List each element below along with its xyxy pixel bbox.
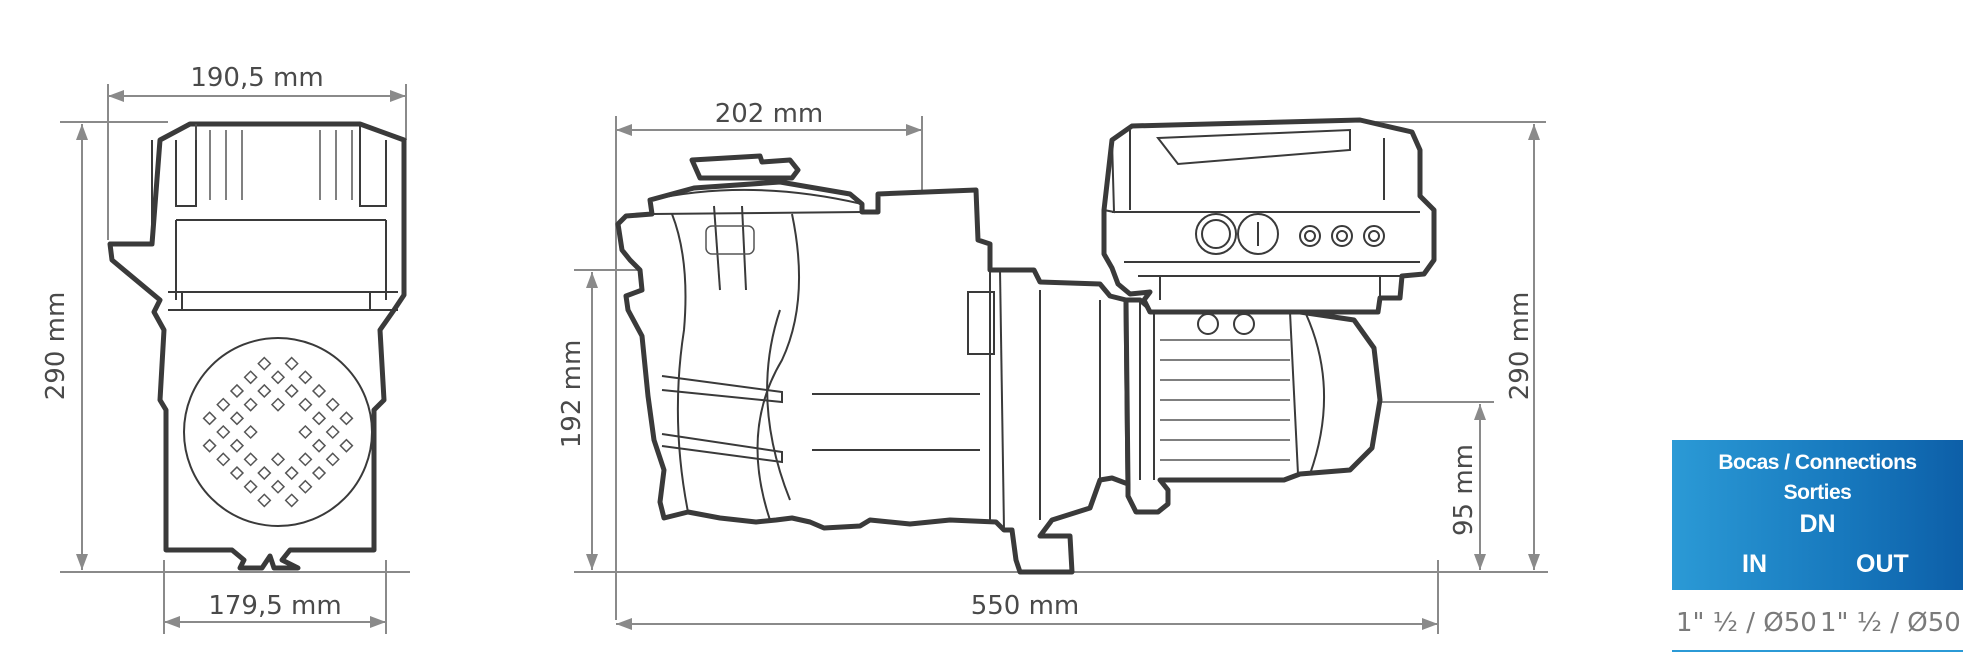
connections-title: Bocas / Connections Sorties: [1672, 448, 1963, 508]
connections-title-line2: Sorties: [1783, 481, 1852, 504]
fan-grille-icon: [183, 337, 373, 527]
prefilter-width-label: 202 mm: [715, 99, 824, 129]
connections-header: Bocas / Connections Sorties DN IN OUT: [1672, 440, 1963, 590]
power-switch-icon: [1237, 213, 1279, 255]
grille-hole: [257, 383, 272, 399]
front-base-width-label: 179,5 mm: [208, 591, 341, 621]
grille-hole: [229, 438, 245, 453]
grille-hole: [311, 411, 327, 426]
grille-hole: [243, 424, 258, 440]
grille-hole: [311, 465, 327, 481]
total-height-label: 290 mm: [1505, 292, 1535, 401]
dn-label: DN: [1799, 510, 1836, 538]
grille-hole: [202, 438, 217, 453]
inlet-height-label: 192 mm: [557, 340, 587, 449]
fan-grille-holes: [202, 356, 354, 508]
total-length-label: 550 mm: [971, 591, 1080, 621]
grille-hole: [284, 356, 299, 371]
grille-hole: [270, 479, 286, 494]
front-view: 190,5 mm 290 mm 179,5 mm: [41, 63, 410, 634]
grille-hole: [284, 465, 299, 481]
grille-hole: [298, 424, 313, 440]
side-view: 202 mm 192 mm 550 mm 95 mm 290 mm: [557, 99, 1548, 634]
grille-hole: [298, 452, 313, 467]
controller-box-outline: [1101, 117, 1437, 315]
out-value: 1" ½ / Ø50: [1820, 608, 1961, 638]
connections-table: Bocas / Connections Sorties DN IN OUT 1"…: [1672, 440, 1963, 652]
grille-hole: [216, 397, 231, 412]
in-label: IN: [1742, 550, 1767, 578]
grille-hole: [229, 411, 245, 426]
front-body-outline: [107, 121, 407, 571]
grille-hole: [270, 397, 286, 412]
out-label: OUT: [1856, 550, 1909, 578]
grille-hole: [216, 452, 231, 467]
motor-fins: [1160, 339, 1290, 461]
motor-outline: [1123, 297, 1383, 515]
grille-hole: [243, 479, 258, 494]
front-top-width-label: 190,5 mm: [190, 63, 323, 93]
grille-hole: [325, 424, 340, 440]
grille-hole: [257, 465, 272, 481]
prefilter-body-outline: [615, 179, 1131, 575]
grille-hole: [270, 452, 286, 467]
grille-hole: [216, 424, 231, 440]
grille-hole: [311, 438, 327, 453]
grille-hole: [298, 479, 313, 494]
grille-hole: [284, 383, 299, 399]
grille-hole: [311, 383, 327, 399]
grille-hole: [298, 397, 313, 412]
front-height-label: 290 mm: [41, 292, 71, 401]
outlet-height-label: 95 mm: [1449, 444, 1479, 536]
grille-hole: [325, 397, 340, 412]
connections-row: 1" ½ / Ø50 1" ½ / Ø50: [1672, 590, 1963, 652]
grille-hole: [257, 356, 272, 371]
grille-hole: [229, 383, 245, 399]
grille-hole: [243, 452, 258, 467]
grille-hole: [243, 370, 258, 385]
grille-hole: [284, 493, 299, 508]
grille-hole: [257, 493, 272, 508]
grille-hole: [243, 397, 258, 412]
grille-hole: [202, 411, 217, 426]
grille-hole: [339, 411, 354, 426]
in-value: 1" ½ / Ø50: [1676, 608, 1817, 638]
grille-hole: [325, 452, 340, 467]
cable-gland-2-icon: [1331, 225, 1353, 247]
grille-hole: [229, 465, 245, 481]
connections-title-line1: Bocas / Connections: [1718, 451, 1917, 474]
cable-gland-1-icon: [1299, 225, 1321, 247]
cable-gland-3-icon: [1363, 225, 1385, 247]
power-gland-icon: [1195, 213, 1237, 255]
grille-hole: [270, 370, 286, 385]
grille-hole: [298, 370, 313, 385]
grille-hole: [339, 438, 354, 453]
